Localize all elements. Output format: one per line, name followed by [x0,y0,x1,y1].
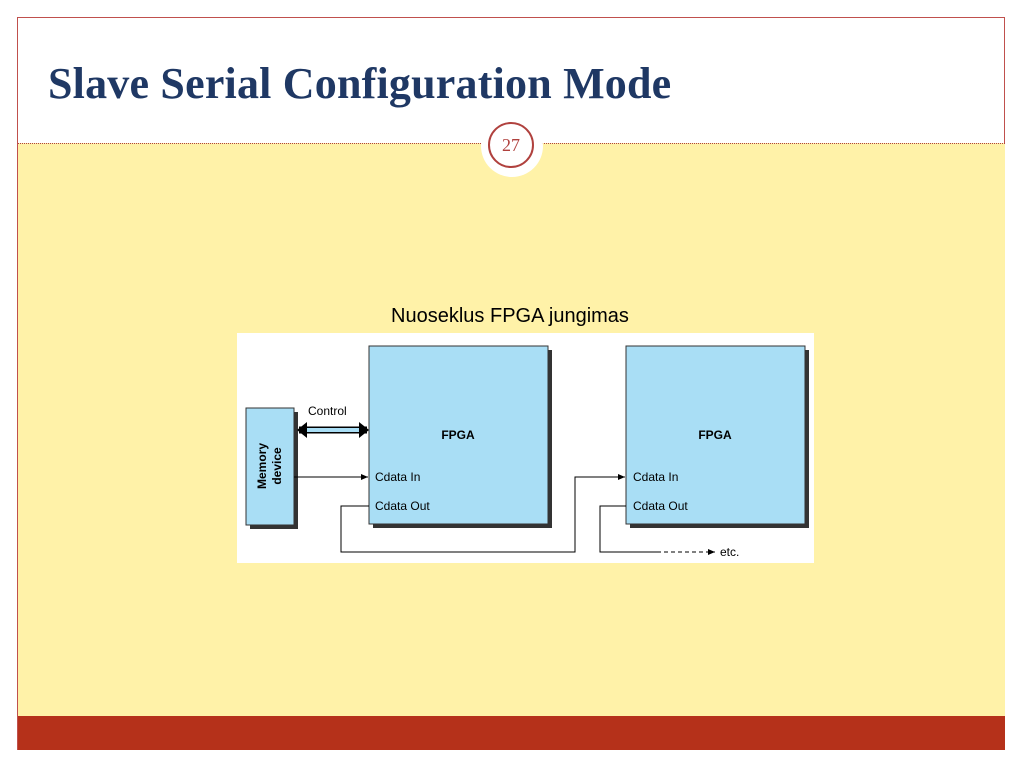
fpga1-box [368,345,549,525]
continuation-label: etc. [720,545,739,559]
control-bus: Control [297,404,369,438]
fpga2-cdata-out-label: Cdata Out [633,499,688,513]
diagram-caption: Nuoseklus FPGA jungimas [391,305,629,327]
page-number: 27 [488,122,534,168]
fpga-chain-diagram: Memory device FPGA Cdata In Cdata Out FP… [237,333,814,563]
control-bus-left-arrowhead [297,422,307,438]
control-label: Control [308,404,347,418]
fpga2-cdata-in-label: Cdata In [633,470,678,484]
memory-device-label-line1: Memory [255,443,269,489]
memory-device-box [245,407,295,526]
fpga2-box [625,345,806,525]
fpga2-out-wire [599,505,657,553]
fpga1-title: FPGA [441,428,475,442]
fpga1-to-fpga2-data-wire [340,474,625,553]
slide-title: Slave Serial Configuration Mode [48,59,672,108]
fpga1-block: FPGA Cdata In Cdata Out [368,345,552,528]
fpga2-title: FPGA [698,428,732,442]
control-bus-right-arrowhead [359,422,369,438]
fpga1-cdata-out-label: Cdata Out [375,499,430,513]
footer-bar [18,716,1005,750]
fpga1-cdata-in-label: Cdata In [375,470,420,484]
fpga2-block: FPGA Cdata In Cdata Out [625,345,809,528]
memory-device-label-line2: device [270,447,284,485]
memory-device-block: Memory device [245,407,298,529]
